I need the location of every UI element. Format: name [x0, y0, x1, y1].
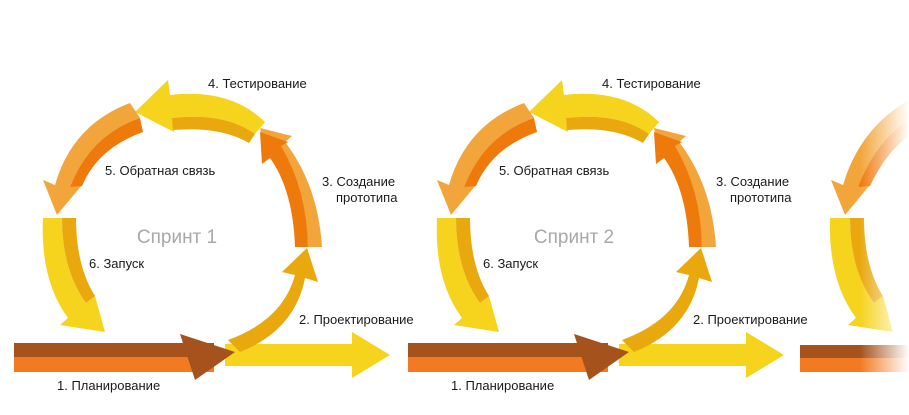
- sprint-2-label-prototype-line2: прототипа: [730, 190, 792, 205]
- sprint-1-label-prototype-line2: прототипа: [336, 190, 398, 205]
- sprint-1-feedback-arc: [43, 103, 140, 215]
- sprint-1-label-prototype-line1: 3. Создание: [322, 174, 395, 189]
- sprint-2-prototype-arc-edge: [654, 128, 716, 247]
- sprint-1-planning-arrowhead: [180, 334, 235, 380]
- sprint-1-design-arc: [228, 248, 318, 352]
- sprint-1-planning-band-orange: [14, 357, 214, 372]
- sprint-1-group: Спринт 1 1. Планирование 2. Проектирован…: [14, 76, 414, 393]
- sprint-2-group: Спринт 2 1. Планирование 2. Проектирован…: [408, 76, 808, 393]
- sprint-2-label-testing: 4. Тестирование: [602, 76, 701, 91]
- sprint-1-label-design: 2. Проектирование: [299, 312, 414, 327]
- sprint-2-planning-band-brown: [408, 343, 608, 358]
- sprint-2-planning-arrowhead: [574, 334, 629, 380]
- sprint-1-feedback-arc-shade: [70, 118, 143, 187]
- sprint-3-partial-group: [800, 80, 909, 390]
- sprint-3-fade-overlay: [860, 80, 909, 390]
- sprint-2-label-launch: 6. Запуск: [483, 256, 538, 271]
- sprint-1-launch-arc-shade: [62, 218, 95, 303]
- sprint-2-label-design: 2. Проектирование: [693, 312, 808, 327]
- sprint-1-label-feedback: 5. Обратная связь: [105, 163, 215, 178]
- sprint-2-feedback-arc-shade: [464, 118, 537, 187]
- sprint-2-design-arc: [622, 248, 712, 352]
- sprint-2-label-feedback: 5. Обратная связь: [499, 163, 609, 178]
- sprint-1-label-testing: 4. Тестирование: [208, 76, 307, 91]
- sprint-1-label-planning: 1. Планирование: [57, 378, 160, 393]
- sprint-2-timeline-arrow: [619, 332, 784, 378]
- sprint-2-feedback-arc: [437, 103, 534, 215]
- sprint-1-prototype-arc: [260, 132, 308, 247]
- sprint-2-testing-arc-shade: [566, 116, 649, 143]
- sprint-1-timeline-arrow: [225, 332, 390, 378]
- sprint-1-testing-arc: [135, 80, 265, 134]
- sprint-2-launch-arc-shade: [456, 218, 489, 303]
- sprint-2-label-prototype-line1: 3. Создание: [716, 174, 789, 189]
- sprint-2-planning-band-orange: [408, 357, 608, 372]
- sprint-1-planning-band-brown: [14, 343, 214, 358]
- sprint-1-label-launch: 6. Запуск: [89, 256, 144, 271]
- sprint-2-prototype-arc: [654, 132, 702, 247]
- sprint-2-title: Спринт 2: [534, 227, 614, 248]
- sprint-1-testing-arc-shade: [172, 116, 255, 143]
- sprint-2-launch-arc: [436, 218, 499, 332]
- sprint-1-prototype-arc-edge: [260, 128, 322, 247]
- sprint-2-testing-arc: [529, 80, 659, 134]
- sprint-1-title: Спринт 1: [137, 227, 217, 248]
- sprint-2-label-planning: 1. Планирование: [451, 378, 554, 393]
- sprint-1-launch-arc: [42, 218, 105, 332]
